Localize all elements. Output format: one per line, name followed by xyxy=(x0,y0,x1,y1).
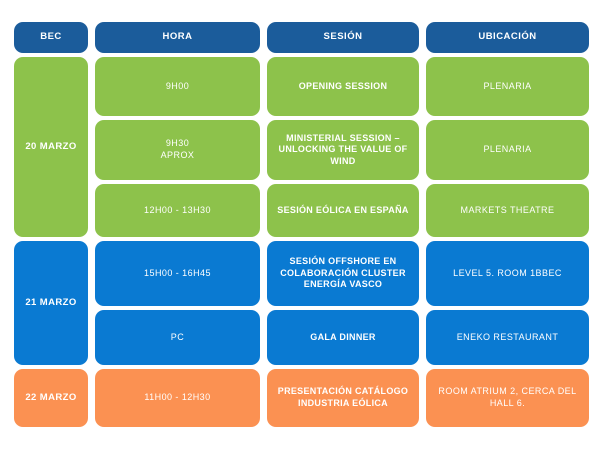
schedule-grid: BEC HORA SESIÓN UBICACIÓN 20 MARZO 9H00 … xyxy=(14,22,589,427)
table-cell-hora: 12H00 - 13H30 xyxy=(95,184,260,237)
text-line: MARKETS THEATRE xyxy=(460,204,555,215)
text-line: SESIÓN OFFSHORE EN xyxy=(289,256,397,267)
text-line: 9H30 xyxy=(165,138,190,149)
table-cell-sesion: GALA DINNER xyxy=(267,310,419,365)
column-header-hora: HORA xyxy=(95,22,260,53)
table-cell-sesion: OPENING SESSION xyxy=(267,57,419,116)
text-line: SESIÓN EÓLICA EN ESPAÑA xyxy=(277,204,409,215)
text-line: OPENING SESSION xyxy=(298,80,388,91)
column-header-ubicacion: UBICACIÓN xyxy=(426,22,589,53)
table-cell-ubicacion: LEVEL 5. ROOM 1BBEC xyxy=(426,241,589,306)
text-line: ENEKO RESTAURANT xyxy=(456,331,559,342)
text-line: PC xyxy=(170,331,185,342)
day-label-20-marzo: 20 MARZO xyxy=(14,57,88,237)
text-line: 9H00 xyxy=(165,80,190,91)
table-cell-hora: PC xyxy=(95,310,260,365)
text-line: ROOM ATRIUM 2, CERCA DEL xyxy=(438,386,577,397)
text-line: GALA DINNER xyxy=(310,331,376,342)
text-line: ENERGÍA VASCO xyxy=(303,279,383,290)
text-line: PLENARIA xyxy=(483,144,532,155)
table-cell-ubicacion: MARKETS THEATRE xyxy=(426,184,589,237)
text-line: UNLOCKING THE VALUE OF xyxy=(278,144,408,155)
text-line: INDUSTRIA EÓLICA xyxy=(298,398,388,408)
column-header-bec: BEC xyxy=(14,22,88,53)
text-line: HALL 6. xyxy=(489,398,526,408)
table-cell-hora: 9H00 xyxy=(95,57,260,116)
table-cell-ubicacion: ROOM ATRIUM 2, CERCA DEL HALL 6. xyxy=(426,369,589,427)
text-line: 12H00 - 13H30 xyxy=(144,204,211,215)
text-line: 15H00 - 16H45 xyxy=(144,267,211,278)
text-line: PRESENTACIÓN CATÁLOGO xyxy=(277,386,409,397)
table-cell-sesion: PRESENTACIÓN CATÁLOGO INDUSTRIA EÓLICA xyxy=(267,369,419,427)
day-label-21-marzo: 21 MARZO xyxy=(14,241,88,365)
table-cell-sesion: SESIÓN OFFSHORE EN COLABORACIÓN CLUSTER … xyxy=(267,241,419,306)
table-cell-sesion: SESIÓN EÓLICA EN ESPAÑA xyxy=(267,184,419,237)
text-line: APROX xyxy=(160,150,195,160)
text-line: LEVEL 5. ROOM 1BBEC xyxy=(453,267,562,278)
text-line: MINISTERIAL SESSION – xyxy=(286,132,400,143)
table-cell-hora: 9H30 APROX xyxy=(95,120,260,180)
table-cell-hora: 11H00 - 12H30 xyxy=(95,369,260,427)
day-label-22-marzo: 22 MARZO xyxy=(14,369,88,427)
text-line: COLABORACIÓN CLUSTER xyxy=(280,267,406,278)
table-cell-ubicacion: ENEKO RESTAURANT xyxy=(426,310,589,365)
text-line: PLENARIA xyxy=(483,80,532,91)
table-cell-sesion: MINISTERIAL SESSION – UNLOCKING THE VALU… xyxy=(267,120,419,180)
text-line: 11H00 - 12H30 xyxy=(144,392,211,403)
column-header-sesion: SESIÓN xyxy=(267,22,419,53)
table-cell-ubicacion: PLENARIA xyxy=(426,57,589,116)
table-cell-hora: 15H00 - 16H45 xyxy=(95,241,260,306)
table-cell-ubicacion: PLENARIA xyxy=(426,120,589,180)
text-line: WIND xyxy=(330,155,356,166)
